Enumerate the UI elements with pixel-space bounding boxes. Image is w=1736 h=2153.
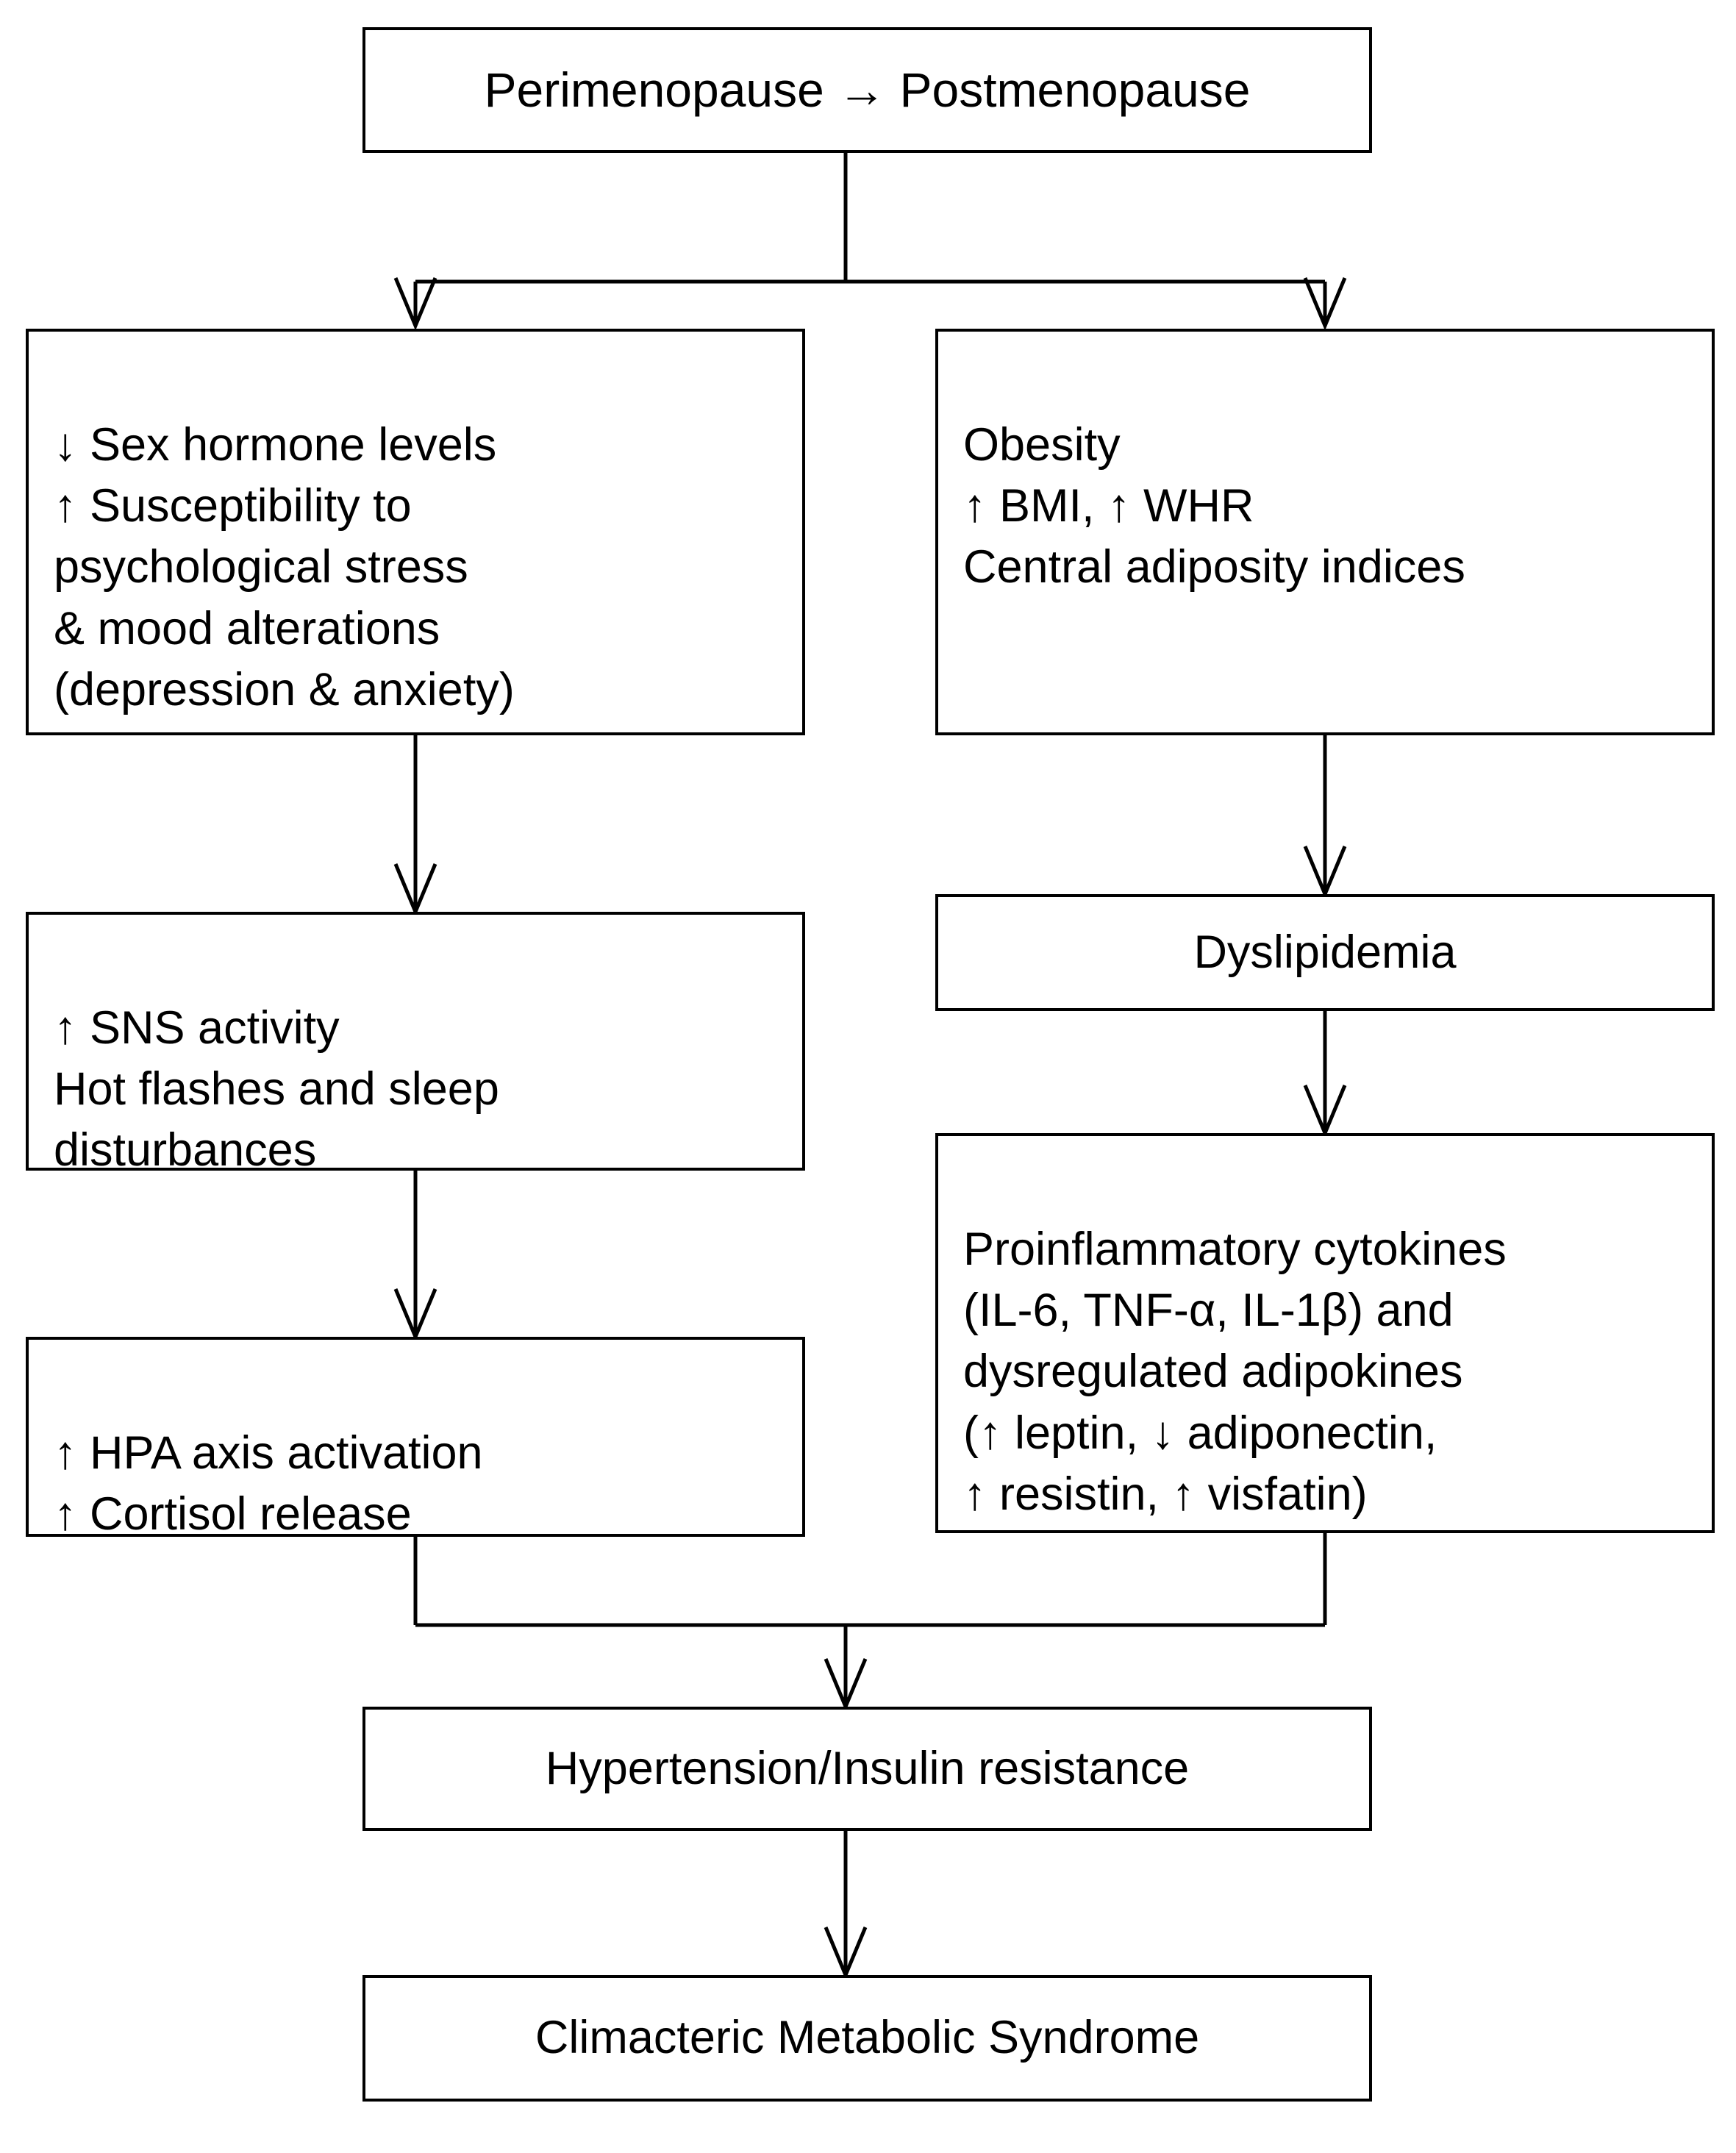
node-label: Climacteric Metabolic Syndrome (535, 2012, 1200, 2064)
arrowhead-to-cytokines (1303, 1085, 1347, 1138)
node-sns-activity: ↑ SNS activity Hot flashes and sleep dis… (26, 912, 805, 1176)
node-label: Proinflammatory cytokines (IL-6, TNF-α, … (963, 1224, 1507, 1520)
node-label: Hypertension/Insulin resistance (545, 1742, 1190, 1794)
arrowhead-to-hypertension (824, 1658, 868, 1712)
node-climacteric-metabolic-syndrome: Climacteric Metabolic Syndrome (362, 1975, 1372, 2102)
node-label: ↑ HPA axis activation ↑ Cortisol release (54, 1427, 483, 1540)
arrowhead-to-obesity (1303, 277, 1347, 331)
node-dyslipidemia: Dyslipidemia (935, 894, 1715, 1011)
arrowhead-to-sns (393, 863, 437, 917)
node-hypertension-insulin-resistance: Hypertension/Insulin resistance (362, 1707, 1372, 1831)
arrowhead-to-dyslipidemia (1303, 846, 1347, 899)
node-perimenopause-postmenopause: Perimenopause → Postmenopause (362, 27, 1372, 153)
node-label: ↓ Sex hormone levels ↑ Susceptibility to… (54, 419, 515, 715)
node-hpa-cortisol: ↑ HPA axis activation ↑ Cortisol release (26, 1337, 805, 1540)
node-label: Obesity ↑ BMI, ↑ WHR Central adiposity i… (963, 419, 1465, 593)
node-label: ↑ SNS activity Hot flashes and sleep dis… (54, 1002, 499, 1177)
node-label: Dyslipidemia (1193, 926, 1457, 978)
node-label: Perimenopause → Postmenopause (484, 62, 1251, 117)
arrowhead-to-climacteric (824, 1927, 868, 1980)
node-cytokines-adipokines: Proinflammatory cytokines (IL-6, TNF-α, … (935, 1133, 1715, 1533)
node-sex-hormone-stress: ↓ Sex hormone levels ↑ Susceptibility to… (26, 329, 805, 735)
arrowhead-to-sex-hormone (393, 277, 437, 331)
node-obesity: Obesity ↑ BMI, ↑ WHR Central adiposity i… (935, 329, 1715, 735)
arrowhead-to-hpa (393, 1288, 437, 1342)
